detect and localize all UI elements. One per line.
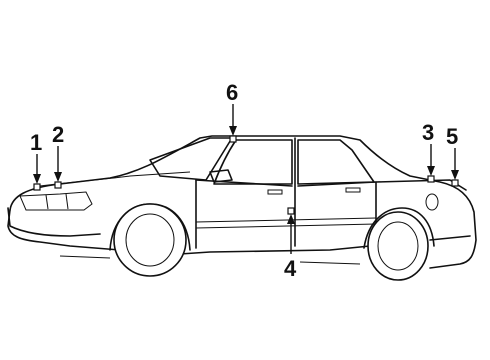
callout-4: 4	[284, 214, 297, 281]
callout-1-number: 1	[30, 130, 42, 155]
callout-6: 6	[226, 80, 238, 136]
callout-5: 5	[446, 124, 459, 180]
callout-2-number: 2	[52, 122, 64, 147]
callout-3-number: 3	[422, 120, 434, 145]
label-tag-2	[54, 181, 62, 189]
callout-5-number: 5	[446, 124, 458, 149]
callout-6-number: 6	[226, 80, 238, 105]
label-tag-1	[33, 183, 41, 191]
front-tire	[113, 203, 187, 277]
callout-4-number: 4	[284, 256, 297, 281]
callout-3: 3	[422, 120, 435, 176]
label-tag-4	[287, 207, 295, 215]
label-tag-3	[427, 175, 435, 183]
label-tag-5	[451, 179, 459, 187]
car-illustration	[7, 135, 477, 281]
callout-2: 2	[52, 122, 64, 182]
label-tag-6	[229, 135, 237, 143]
callout-1: 1	[30, 130, 42, 184]
rear-tire	[367, 211, 429, 281]
